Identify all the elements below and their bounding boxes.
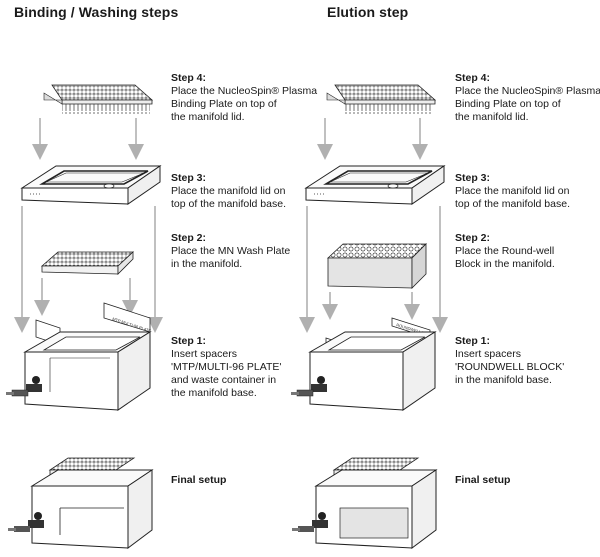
bw-manifold-base: [23, 331, 152, 411]
el-binding-plate: [326, 84, 437, 114]
el-arrows-top: [317, 118, 428, 160]
bw-valve-icon: [6, 376, 42, 397]
bw-step-4: Step 4: Place the NucleoSpin® Plasma Bin…: [171, 72, 318, 123]
el-step-3: Step 3: Place the manifold lid on top of…: [455, 172, 570, 210]
el-valve-icon: [291, 376, 327, 397]
el-step-1: Step 1: Insert spacers 'ROUNDWELL BLOCK'…: [455, 335, 565, 386]
el-manifold-base: [308, 331, 437, 411]
bw-final-setup: Final setup: [171, 474, 227, 486]
el-step-2: Step 2: Place the Round-well Block in th…: [455, 232, 555, 270]
binding-washing-title: Binding / Washing steps: [14, 4, 179, 20]
bw-final-setup-art: [8, 457, 154, 549]
el-arrows-low: [322, 292, 420, 320]
el-final-setup: Final setup: [455, 474, 511, 486]
bw-binding-plate: [43, 84, 154, 114]
el-manifold-lid: [304, 165, 446, 205]
bw-step-1: Step 1: Insert spacers 'MTP/MULTI-96 PLA…: [171, 335, 282, 399]
bw-arrows-mid: [14, 206, 163, 333]
elution-title: Elution step: [327, 4, 409, 20]
bw-step-3: Step 3: Place the manifold lid on top of…: [171, 172, 286, 210]
bw-arrows-low: [34, 278, 138, 316]
bw-arrows-top: [32, 118, 144, 160]
bw-step-2: Step 2: Place the MN Wash Plate in the m…: [171, 232, 291, 270]
el-roundwell-block: [326, 243, 427, 289]
bw-manifold-lid: [20, 165, 162, 205]
el-final-setup-art: [292, 457, 438, 549]
bw-wash-plate: [40, 251, 135, 275]
el-arrows-mid: [299, 206, 448, 333]
el-step-4: Step 4: Place the NucleoSpin® Plasma Bin…: [455, 72, 600, 123]
